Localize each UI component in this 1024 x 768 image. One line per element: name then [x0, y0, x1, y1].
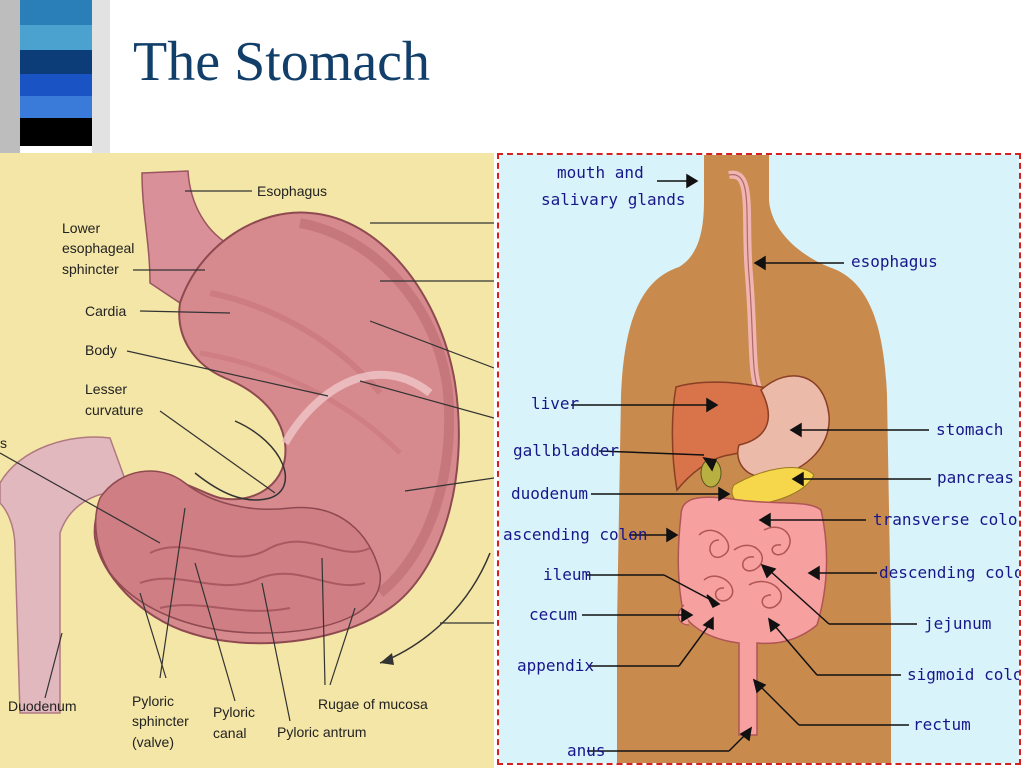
label-partial-left: s [0, 435, 7, 451]
label-pyloric-antrum: Pyloric antrum [277, 724, 366, 740]
label-lower-sphincter-1: Lower [62, 220, 100, 236]
label-anus: anus [567, 741, 606, 760]
slide-title: The Stomach [133, 31, 431, 93]
digestive-system-diagram: mouth and salivary glands esophagus live… [497, 153, 1021, 765]
label-esophagus: Esophagus [257, 183, 327, 199]
label-lower-sphincter-3: sphincter [62, 261, 119, 277]
label-esophagus-right: esophagus [851, 252, 938, 271]
label-mouth-2: salivary glands [541, 190, 686, 209]
label-lesser-curvature-1: Lesser [85, 381, 127, 397]
label-pyloric-canal-2: canal [213, 725, 246, 741]
label-lesser-curvature-2: curvature [85, 402, 144, 418]
label-jejunum: jejunum [924, 614, 991, 633]
label-body: Body [85, 342, 117, 358]
label-rugae: Rugae of mucosa [318, 696, 428, 712]
label-ascending-colon: ascending colon [503, 525, 648, 544]
label-pyloric-sphincter-3: (valve) [132, 734, 174, 750]
label-sigmoid-colon: sigmoid colon [907, 665, 1021, 684]
label-pyloric-canal-1: Pyloric [213, 704, 255, 720]
decorative-stripe [0, 0, 110, 160]
label-transverse-colon: transverse colon [873, 510, 1021, 529]
stomach-anatomy-diagram: Esophagus Lower esophageal sphincter Car… [0, 153, 494, 768]
label-appendix: appendix [517, 656, 594, 675]
label-ileum: ileum [543, 565, 591, 584]
label-cecum: cecum [529, 605, 577, 624]
label-mouth-1: mouth and [557, 163, 644, 182]
label-cardia: Cardia [85, 303, 126, 319]
label-descending-colon: descending colon [879, 563, 1021, 582]
label-duodenum-right: duodenum [511, 484, 588, 503]
label-duodenum: Duodenum [8, 698, 77, 714]
label-rectum: rectum [913, 715, 971, 734]
label-pancreas: pancreas [937, 468, 1014, 487]
label-pyloric-sphincter-2: sphincter [132, 713, 189, 729]
label-pyloric-sphincter-1: Pyloric [132, 693, 174, 709]
label-gallbladder: gallbladder [513, 441, 619, 460]
label-lower-sphincter-2: esophageal [62, 240, 134, 256]
label-liver: liver [531, 394, 580, 413]
label-stomach: stomach [936, 420, 1003, 439]
